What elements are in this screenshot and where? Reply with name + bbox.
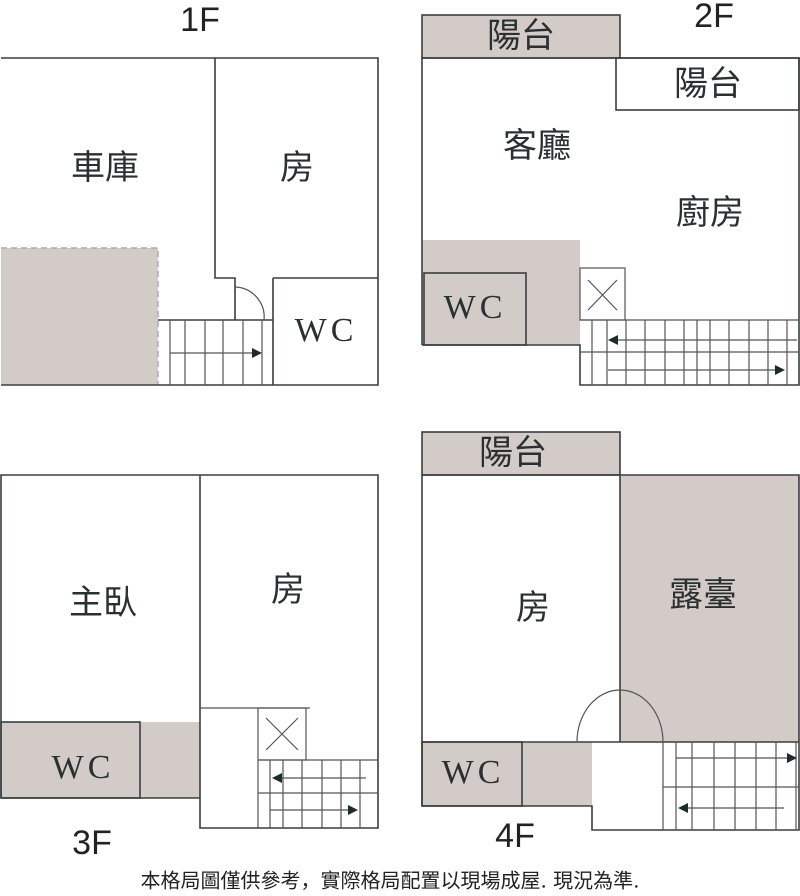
room-label-wc: WC	[442, 754, 505, 791]
room-label-wc: WC	[52, 749, 115, 786]
floor-3: 3F 主臥 房 WC	[0, 474, 379, 862]
floor-2: 2F 陽台 陽台 客廳 廚房 WC	[421, 0, 800, 386]
floor-label: 1F	[180, 1, 220, 39]
stairs	[257, 759, 378, 828]
shaded-area	[1, 248, 158, 385]
stairs	[169, 320, 263, 385]
floor-label: 3F	[72, 824, 112, 862]
room-label-wc: WC	[295, 312, 358, 349]
room-label-room: 房	[280, 148, 314, 188]
room-label-garage: 車庫	[71, 148, 139, 188]
room-label-balcony: 陽台	[487, 16, 555, 56]
room-label-living: 客廳	[503, 126, 571, 166]
floor-1: 1F 車庫 房 WC	[1, 1, 379, 386]
void-x-icon	[587, 279, 618, 311]
room-label-room: 房	[271, 570, 305, 610]
floor-label: 2F	[694, 0, 734, 35]
door-swing	[576, 689, 664, 743]
stairs	[580, 319, 799, 385]
door-swing	[234, 286, 265, 321]
room-label-room: 房	[516, 588, 550, 628]
room-label-kitchen: 廚房	[676, 193, 744, 233]
floor-4: 4F 陽台 房 露臺 WC	[421, 431, 800, 855]
room-label-master-bedroom: 主臥	[69, 583, 137, 623]
void-x-icon	[265, 717, 299, 751]
stairs	[662, 742, 799, 830]
floor-label: 4F	[495, 817, 535, 855]
room-label-balcony: 陽台	[479, 433, 547, 473]
room-label-wc: WC	[444, 289, 507, 326]
room-label-balcony: 陽台	[674, 64, 742, 104]
room-label-terrace: 露臺	[669, 575, 737, 615]
disclaimer: 本格局圖僅供參考，實際格局配置以現場成屋. 現況為準.	[140, 869, 639, 893]
